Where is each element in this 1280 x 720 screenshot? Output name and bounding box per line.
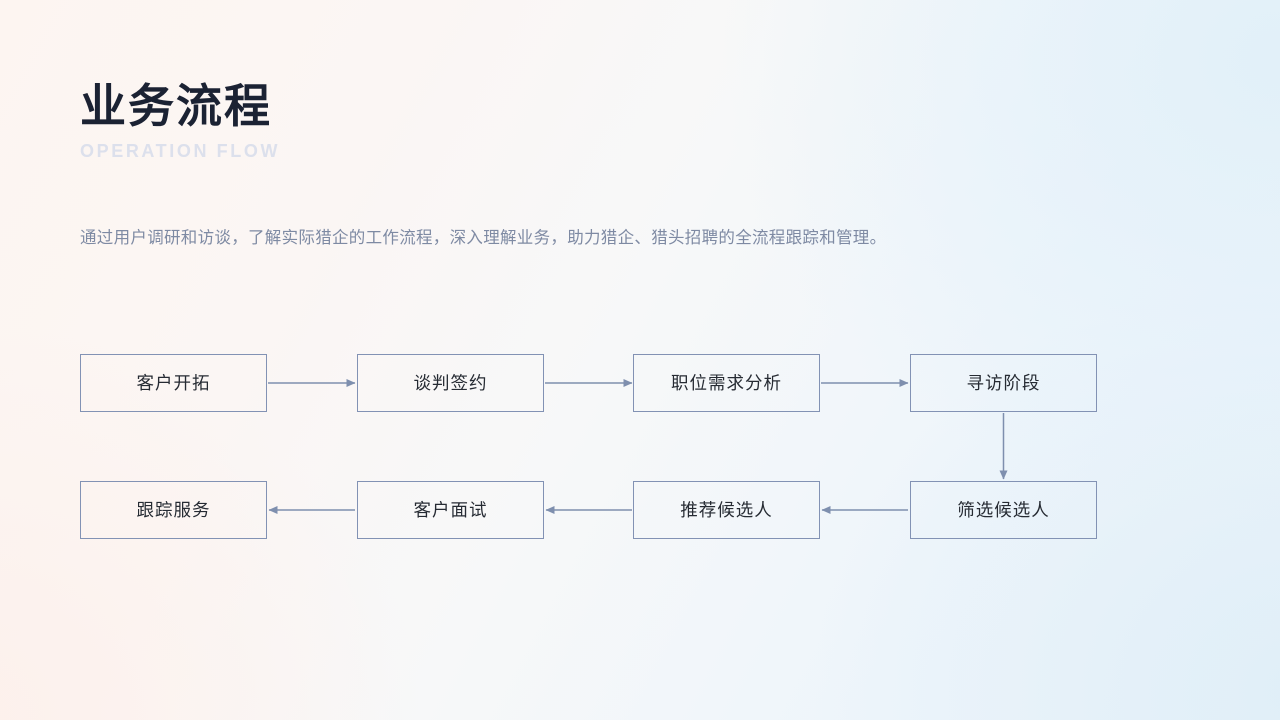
flow-node-tuijian-houxuanren[interactable]: 推荐候选人: [633, 481, 820, 539]
page-subtitle: OPERATION FLOW: [80, 141, 281, 161]
flow-node-label: 谈判签约: [413, 373, 488, 393]
flow-node-label: 筛选候选人: [957, 500, 1050, 520]
flow-node-kehu-kaituo[interactable]: 客户开拓: [80, 354, 267, 412]
flow-node-zhiwei-xuqiu-fenxi[interactable]: 职位需求分析: [633, 354, 820, 412]
page-header: 业务流程 OPERATION FLOW: [80, 78, 280, 162]
flow-node-label: 跟踪服务: [136, 500, 211, 520]
flow-node-tanpan-qianyue[interactable]: 谈判签约: [357, 354, 544, 412]
flow-node-label: 推荐候选人: [680, 500, 773, 520]
flow-node-label: 客户面试: [413, 500, 488, 520]
flow-node-label: 寻访阶段: [966, 373, 1041, 393]
flow-node-xunfang-jieduan[interactable]: 寻访阶段: [910, 354, 1097, 412]
page-description: 通过用户调研和访谈，了解实际猎企的工作流程，深入理解业务，助力猎企、猎头招聘的全…: [80, 229, 887, 247]
flow-node-shaixuan-houxuanren[interactable]: 筛选候选人: [910, 481, 1097, 539]
flow-node-label: 职位需求分析: [671, 373, 782, 393]
flow-node-label: 客户开拓: [136, 373, 211, 393]
page-title: 业务流程: [80, 80, 272, 132]
flow-node-kehu-mianshi[interactable]: 客户面试: [357, 481, 544, 539]
flow-node-genzong-fuwu[interactable]: 跟踪服务: [80, 481, 267, 539]
